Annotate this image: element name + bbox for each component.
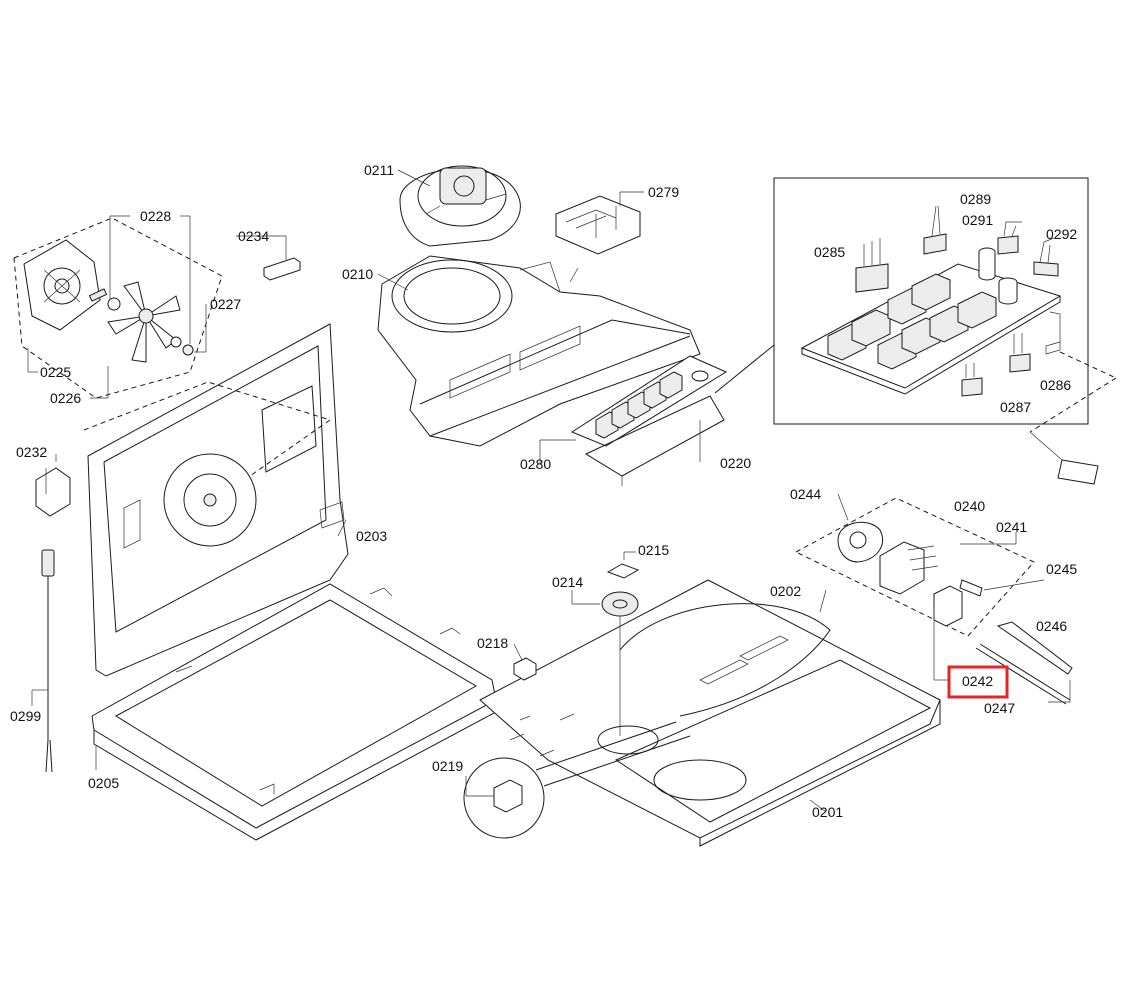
label-0246: 0246 — [1036, 618, 1067, 634]
label-0240: 0240 — [954, 498, 985, 514]
cooling-fan — [399, 165, 521, 247]
label-0225: 0225 — [40, 364, 71, 380]
label-0226: 0226 — [50, 390, 81, 406]
label-0210: 0210 — [342, 266, 373, 282]
label-0287: 0287 — [1000, 399, 1031, 415]
label-0211: 0211 — [364, 162, 394, 178]
label-0242: 0242 — [962, 673, 993, 689]
control-board-detail-inset — [714, 177, 1117, 485]
label-0218: 0218 — [477, 635, 508, 651]
back-panel — [83, 323, 349, 677]
convection-fan-assembly — [13, 215, 223, 399]
label-0279: 0279 — [648, 184, 679, 200]
highlight-box-0242 — [947, 665, 1009, 699]
label-0285: 0285 — [814, 244, 845, 260]
sensor-part — [513, 643, 537, 681]
label-0234: 0234 — [238, 228, 269, 244]
control-board-assembly — [570, 355, 728, 486]
coupling-parts — [571, 551, 640, 736]
label-0203: 0203 — [356, 528, 387, 544]
label-0220: 0220 — [720, 455, 751, 471]
label-0232: 0232 — [16, 444, 47, 460]
switch-group — [794, 497, 1073, 705]
base-tray — [479, 579, 941, 847]
label-0215: 0215 — [638, 542, 669, 558]
label-0286: 0286 — [1040, 377, 1071, 393]
label-0280: 0280 — [520, 456, 551, 472]
cable-assembly — [31, 454, 71, 773]
label-0247: 0247 — [984, 700, 1015, 716]
label-0291: 0291 — [962, 212, 993, 228]
label-0201: 0201 — [812, 804, 843, 820]
leader-lines — [95, 169, 849, 813]
relay-module — [555, 195, 641, 255]
label-0299: 0299 — [10, 708, 41, 724]
label-0219: 0219 — [432, 758, 463, 774]
thermostat-detail-circle — [463, 721, 691, 839]
label-0205: 0205 — [88, 775, 119, 791]
label-0241: 0241 — [996, 519, 1027, 535]
part-labels: 0201 0202 0203 0205 0210 0211 0214 0215 … — [10, 162, 1077, 820]
label-0244: 0244 — [790, 486, 821, 502]
label-0214: 0214 — [552, 574, 583, 590]
bottom-frame — [91, 583, 497, 841]
label-0228: 0228 — [140, 208, 171, 224]
label-0245: 0245 — [1046, 561, 1077, 577]
fan-housing — [377, 255, 701, 447]
label-0292: 0292 — [1046, 226, 1077, 242]
label-0202: 0202 — [770, 583, 801, 599]
label-0227: 0227 — [210, 296, 241, 312]
clip-part — [263, 236, 301, 281]
label-0289: 0289 — [960, 191, 991, 207]
